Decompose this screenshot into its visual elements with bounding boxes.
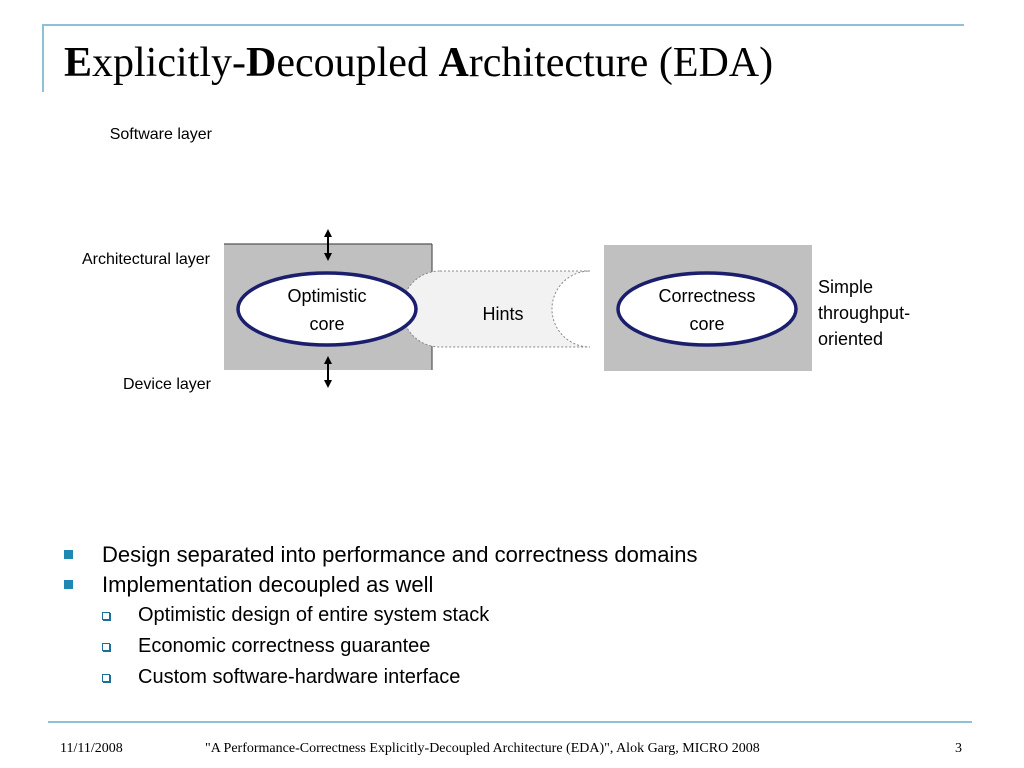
correctness-core-ellipse <box>616 271 798 347</box>
footer-citation: "A Performance-Correctness Explicitly-De… <box>205 741 760 756</box>
hints-connector <box>401 270 591 348</box>
slide-title: Explicitly-Decoupled Architecture (EDA) <box>64 40 773 86</box>
bullet-text: Design separated into performance and co… <box>102 542 698 567</box>
side-note-line1: Simple <box>818 277 874 297</box>
sub-bullet-item: Optimistic design of entire system stack <box>62 600 698 631</box>
hollow-square-bullet-icon <box>102 674 110 682</box>
sub-bullet-text: Custom software-hardware interface <box>138 666 461 688</box>
side-note-line2: throughput- <box>818 303 911 323</box>
sub-bullet-text: Economic correctness guarantee <box>138 635 431 657</box>
side-note-line3: oriented <box>818 329 884 349</box>
hollow-square-bullet-icon <box>102 612 110 620</box>
correctness-core-label-line1: Correctness <box>658 286 755 306</box>
title-part-2: ecoupled <box>276 40 439 86</box>
hollow-square-bullet-icon <box>102 643 110 651</box>
optimistic-core-ellipse <box>236 271 418 347</box>
bullet-list: Design separated into performance and co… <box>62 540 698 693</box>
title-part-1: xplicitly- <box>92 40 246 86</box>
sub-bullet-item: Custom software-hardware interface <box>62 662 698 693</box>
optimistic-core-label-line2: core <box>309 314 344 334</box>
bullet-item: Design separated into performance and co… <box>62 540 698 570</box>
bullet-item: Implementation decoupled as well <box>62 570 698 600</box>
side-note: Simple throughput- oriented <box>818 274 948 352</box>
square-bullet-icon <box>64 550 73 559</box>
bullet-text: Implementation decoupled as well <box>102 572 434 597</box>
title-initial-d: D <box>246 40 277 86</box>
page-number: 3 <box>955 741 962 756</box>
title-initial-a: A <box>438 40 469 86</box>
software-layer-label: Software layer <box>109 126 212 143</box>
architectural-layer-label: Architectural layer <box>81 251 210 268</box>
frame-top-line <box>42 24 964 26</box>
sub-bullet-item: Economic correctness guarantee <box>62 631 698 662</box>
sub-bullet-text: Optimistic design of entire system stack <box>138 604 490 626</box>
device-layer-label: Device layer <box>122 376 211 393</box>
frame-left-line <box>42 24 44 92</box>
title-part-3: rchitecture (EDA) <box>468 40 774 86</box>
optimistic-core-label-line1: Optimistic <box>287 286 366 306</box>
footer-date: 11/11/2008 <box>60 741 123 756</box>
correctness-core-label-line2: core <box>689 314 724 334</box>
square-bullet-icon <box>64 580 73 589</box>
frame-bottom-line <box>48 721 972 723</box>
title-initial-e: E <box>64 40 93 86</box>
hints-label: Hints <box>482 304 523 324</box>
